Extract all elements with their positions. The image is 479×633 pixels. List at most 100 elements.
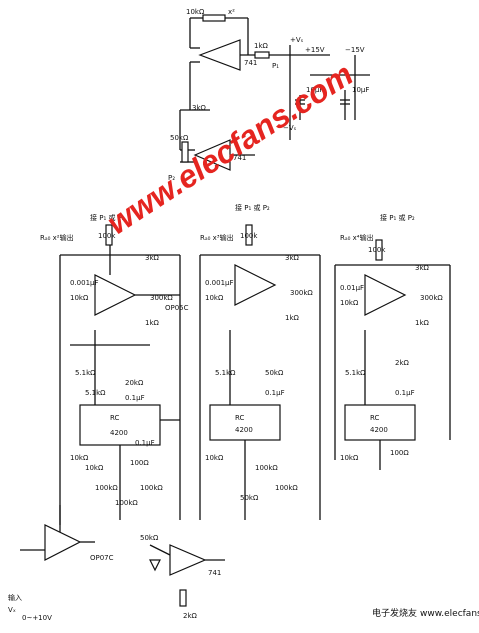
module-x2-label-12: 10kΩ — [85, 464, 104, 472]
module-x3-label-5: 300kΩ — [290, 289, 313, 297]
lower-amplifier: 741 50kΩ 2kΩ — [140, 534, 225, 620]
input-range: 0~+10V — [22, 614, 52, 622]
module-x2-target: 接 P₁ 或 P₂ — [90, 213, 125, 222]
lower-resistor — [179, 589, 187, 607]
module-x3-label-6: 50kΩ — [265, 369, 284, 377]
module-x4-label-7: 5.1kΩ — [345, 369, 366, 377]
mid-resistor-label: 50kΩ — [170, 134, 189, 142]
module-x4-label-3: 3kΩ — [415, 264, 430, 272]
module-x2-rc-chip — [79, 404, 161, 446]
module-x2-label-7: 5.1kΩ — [75, 369, 96, 377]
module-x3-resistor-label: 100k — [240, 232, 258, 240]
module-x4-rc-label: RC — [370, 414, 380, 422]
module-x4-label-4: 1kΩ — [415, 319, 430, 327]
module-x2-label-9: 5.1kΩ — [85, 389, 106, 397]
input-stage: 输入 Vₓ 0~+10V OP07C — [8, 505, 114, 622]
top-input-resistor-label: 3kΩ — [192, 104, 207, 112]
module-x3-label-9: 10kΩ — [205, 454, 224, 462]
top-summing-amplifier: 741 10kΩ 1kΩ 3kΩ P₁ x² — [186, 8, 300, 112]
top-feedback-resistor — [202, 14, 226, 22]
module-x2-label-2: 0.001μF — [70, 279, 99, 287]
module-x2-label-3: 3kΩ — [145, 254, 160, 262]
module-x2-label-13: 100Ω — [130, 459, 149, 467]
module-x2-label-1: 10kΩ — [70, 294, 89, 302]
supply-plus15-label: +15V — [305, 46, 325, 54]
lower-op-amp — [169, 544, 207, 576]
input-op-amp — [44, 524, 82, 561]
top-op-amp — [198, 39, 241, 71]
supply-cap2-label: 10μF — [352, 86, 369, 94]
module-x2-label-8: 0.1μF — [125, 394, 145, 402]
module-x2-label-15: 100kΩ — [140, 484, 163, 492]
module-x2-label-16: 100kΩ — [115, 499, 138, 507]
footer-brand: 电子发烧友 www.elecfans.com — [372, 607, 479, 619]
module-x2-op-amp — [94, 274, 137, 316]
supply-section: +Vₛ −Vₛ +15V −15V 10μF 10μF — [283, 36, 370, 140]
module-x4-label-8: 0.1μF — [395, 389, 415, 397]
lower-resistor-label: 2kΩ — [183, 612, 198, 620]
module-x4-resistor-label: 100k — [368, 246, 386, 254]
lower-zener — [149, 559, 161, 572]
module-x2-label-14: 100kΩ — [95, 484, 118, 492]
module-x4-label-5: 300kΩ — [420, 294, 443, 302]
module-x3-label-11: 100kΩ — [275, 484, 298, 492]
top-output-resistor — [254, 51, 270, 59]
footer-brand-text: 电子发烧友 — [372, 607, 417, 619]
module-x2-rc-label: RC — [110, 414, 120, 422]
supply-minus-vs-label: −Vₛ — [283, 124, 297, 132]
module-x2-chip-number: 4200 — [110, 429, 128, 437]
mid-op-amp-label: 741 — [233, 154, 246, 162]
module-x4-rc-chip — [344, 404, 416, 441]
module-x2-output: Rₐ₀ x²输出 — [40, 233, 74, 242]
module-x4: Rₐ₀ x⁴输出 接 P₁ 或 P₂ RC 4200 100k 10kΩ 0.0… — [334, 213, 451, 470]
module-x4-target: 接 P₁ 或 P₂ — [380, 213, 415, 222]
module-x3-label-3: 3kΩ — [285, 254, 300, 262]
watermark-text: www.elecfans.com — [101, 56, 360, 241]
module-x3-label-12: 50kΩ — [240, 494, 259, 502]
module-x2-label-4: 1kΩ — [145, 319, 160, 327]
module-x2-label-11: 10kΩ — [70, 454, 89, 462]
module-x3-label-2: 0.001μF — [205, 279, 234, 287]
top-op-amp-label: 741 — [244, 59, 257, 67]
module-x3-output: Rₐ₀ x³输出 — [200, 233, 234, 242]
supply-cap1-label: 10μF — [306, 86, 323, 94]
module-x4-rout — [375, 239, 383, 261]
module-x3-label-8: 0.1μF — [265, 389, 285, 397]
module-x2-label-10: 0.1μF — [135, 439, 155, 447]
input-op-amp-label: OP07C — [90, 554, 114, 562]
module-x2-label-6: 20kΩ — [125, 379, 144, 387]
top-p1-label: P₁ — [272, 62, 279, 70]
module-x2-label-5: 300kΩ — [150, 294, 173, 302]
module-x3-rc-label: RC — [235, 414, 245, 422]
top-resistor-label: 10kΩ — [186, 8, 205, 16]
module-x3-chip-number: 4200 — [235, 426, 253, 434]
module-x4-op-amp — [364, 274, 407, 316]
module-x3-label-4: 1kΩ — [285, 314, 300, 322]
module-x3-label-1: 10kΩ — [205, 294, 224, 302]
module-x3-op-amp — [234, 264, 277, 306]
mid-amplifier: 741 50kΩ P₂ — [168, 109, 255, 182]
supply-plus-vs-label: +Vₛ — [290, 36, 304, 44]
lower-pot-label: 50kΩ — [140, 534, 159, 542]
module-x2-op-amp-label: OP05C — [165, 304, 189, 312]
top-output-resistor-label: 1kΩ — [254, 42, 269, 50]
module-x4-chip-number: 4200 — [370, 426, 388, 434]
module-x4-label-6: 2kΩ — [395, 359, 410, 367]
module-x3-rout — [245, 224, 253, 246]
lower-op-amp-label: 741 — [208, 569, 221, 577]
mid-resistor — [181, 141, 189, 163]
supply-minus15-label: −15V — [345, 46, 365, 54]
module-x3-target: 接 P₁ 或 P₂ — [235, 203, 270, 212]
module-x3-label-7: 5.1kΩ — [215, 369, 236, 377]
module-x2-resistor-label: 100k — [98, 232, 116, 240]
module-x3-label-10: 100kΩ — [255, 464, 278, 472]
footer-brand-url: www.elecfans.com — [420, 609, 479, 619]
module-x4-label-2: 0.01μF — [340, 284, 364, 292]
module-x4-label-1: 10kΩ — [340, 299, 359, 307]
module-x3-rc-chip — [209, 404, 281, 441]
module-x3: Rₐ₀ x³输出 接 P₁ 或 P₂ RC 4200 100k 10kΩ 0.0… — [199, 203, 321, 520]
module-x4-label-10: 10kΩ — [340, 454, 359, 462]
module-x2-rout — [105, 224, 113, 246]
mid-p2-label: P₂ — [168, 174, 175, 182]
